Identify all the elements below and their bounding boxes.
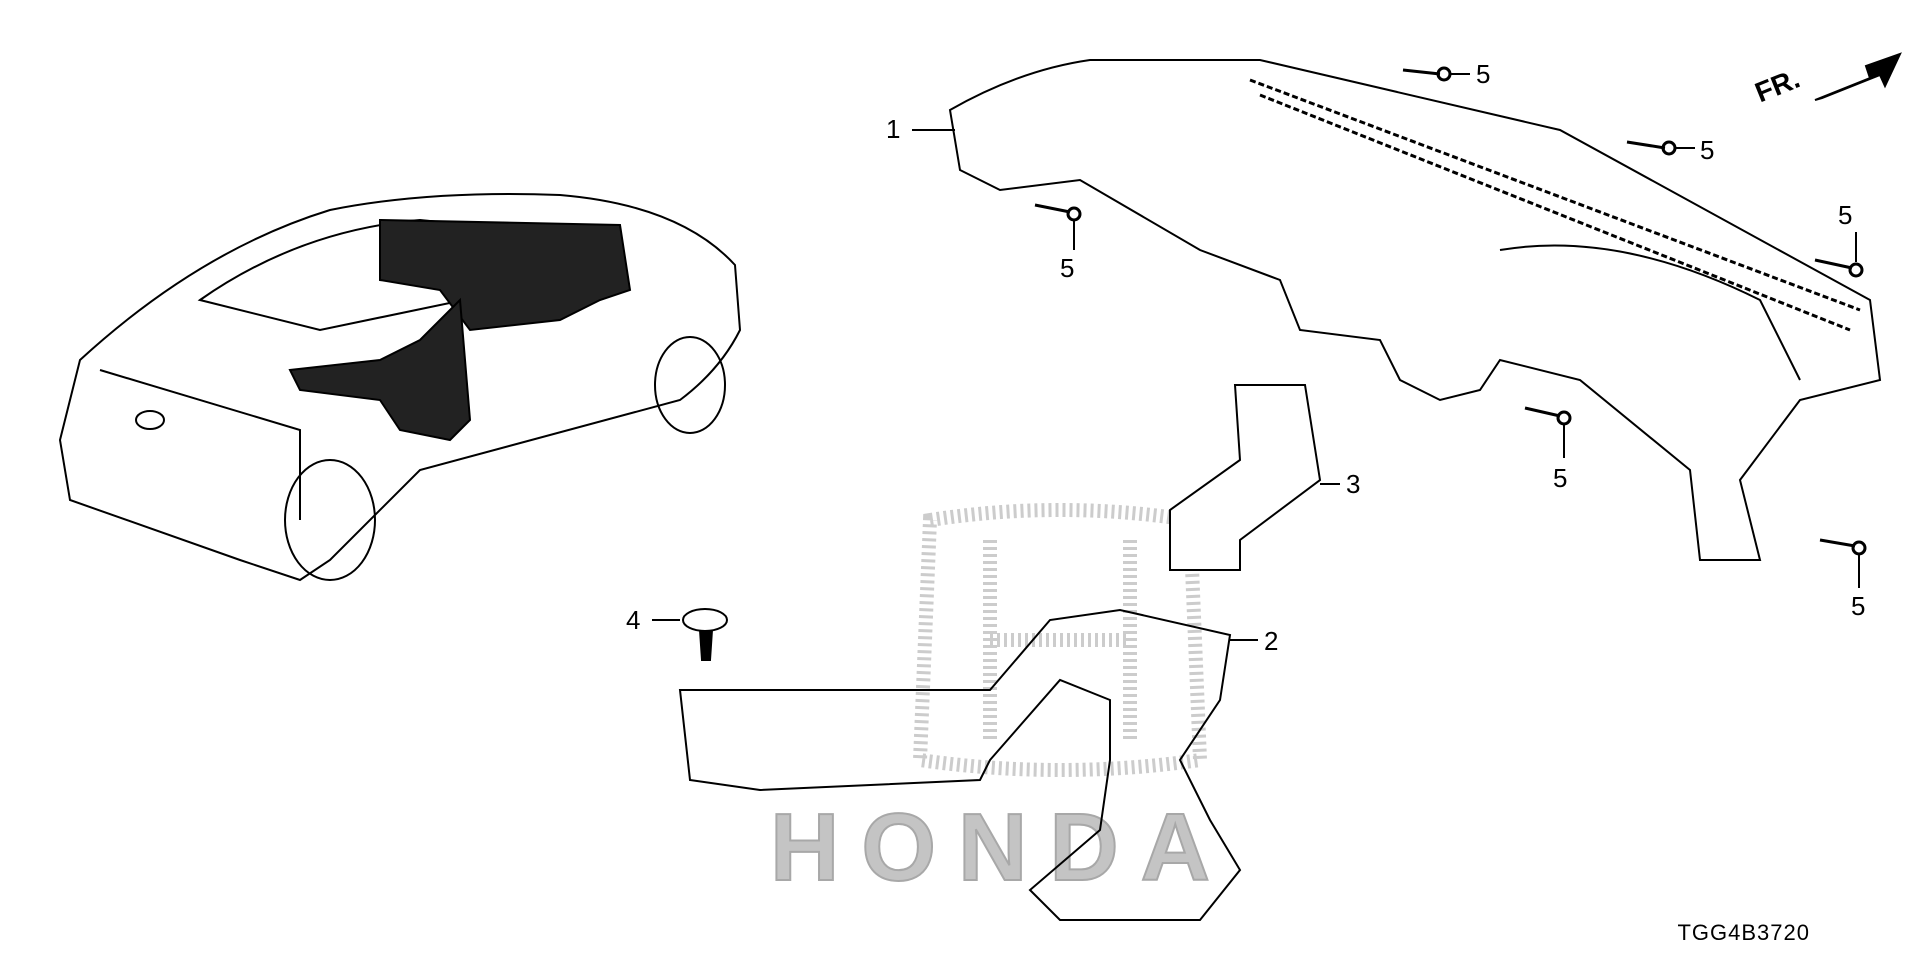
part-4-clip [682,608,728,661]
screws-part-5 [1034,66,1867,556]
leader-lines [652,73,1860,641]
callout-5: 5 [1553,463,1568,493]
car-illustration [58,193,742,582]
callout-5: 5 [1476,59,1491,89]
callout-5: 5 [1838,200,1853,230]
part-3-duct [1169,384,1322,571]
honda-logo-watermark [912,503,1208,777]
diagram-code: TGG4B3720 [1677,920,1810,945]
callout-1: 1 [886,114,901,144]
callout-5: 5 [1060,253,1075,283]
part-2-floor-duct [678,608,1242,921]
callout-5: 5 [1700,135,1715,165]
watermark-text: HONDA [769,794,1232,901]
callout-4: 4 [626,605,641,635]
callout-2: 2 [1264,626,1279,656]
part-1-dashboard-duct [948,59,1882,561]
callout-3: 3 [1346,469,1361,499]
callout-5: 5 [1851,591,1866,621]
front-direction-arrow-icon [1814,52,1902,101]
